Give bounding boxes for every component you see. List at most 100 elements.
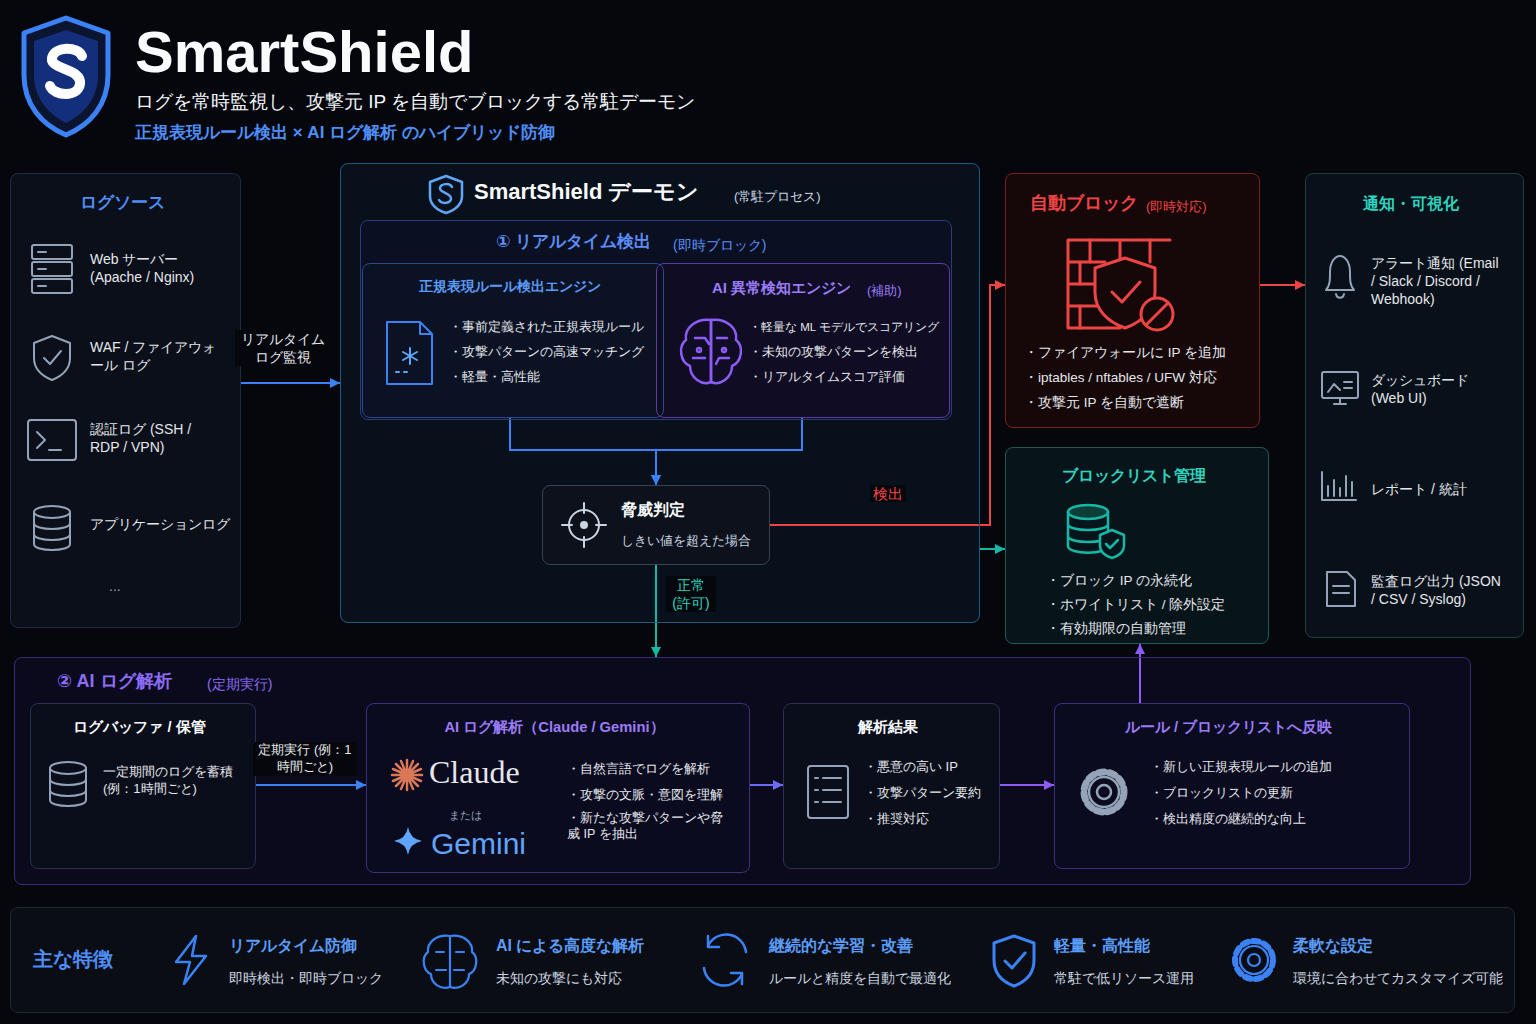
text-slot: SmartShield デーモン bbox=[474, 178, 699, 207]
node-text: ・攻撃パターンの高速マッチング bbox=[449, 344, 644, 359]
node-text: (常駐プロセス) bbox=[734, 189, 821, 204]
daemon-shield-icon bbox=[430, 176, 462, 213]
node-heading: 脅威判定 bbox=[621, 501, 685, 518]
result-list-icon-part bbox=[808, 766, 848, 818]
bell-icon bbox=[1326, 256, 1354, 298]
firewall-icon-part bbox=[1112, 282, 1140, 302]
text-slot: (定期実行) bbox=[207, 674, 272, 695]
feature-shield-icon-part bbox=[994, 936, 1034, 986]
daemon-box: SmartShield デーモン(常駐プロセス)① リアルタイム検出(即時ブロッ… bbox=[340, 163, 980, 623]
gear-icon bbox=[1084, 772, 1124, 812]
node-text: ・悪意の高い IP bbox=[864, 759, 958, 774]
node-text: ・リアルタイムスコア評価 bbox=[749, 370, 905, 384]
node-heading: ② AI ログ解析 bbox=[57, 671, 172, 691]
blocklist-database-icon-part bbox=[1106, 540, 1118, 548]
node-text: ・未知の攻撃パターンを検出 bbox=[749, 345, 918, 359]
node-text: (即時対応) bbox=[1146, 199, 1207, 214]
connector-arrow bbox=[980, 548, 1005, 550]
text-slot: (常駐プロセス) bbox=[734, 186, 821, 207]
node-text: Gemini bbox=[431, 827, 526, 860]
node-heading: ブロックリスト管理 bbox=[1006, 466, 1261, 486]
text-slot: ... bbox=[109, 576, 121, 597]
node-text: ・iptables / nftables / UFW 対応 bbox=[1024, 370, 1217, 385]
claude-starburst-icon-part bbox=[392, 760, 422, 790]
text-slot: AI ログ解析（Claude / Gemini） bbox=[367, 718, 742, 737]
panel-fill bbox=[360, 220, 952, 420]
gemini-star-icon-part bbox=[394, 827, 422, 855]
auto-block-box: 自動ブロック(即時対応)・ファイアウォールに IP を追加・iptables /… bbox=[1005, 173, 1260, 428]
node-text: AI による高度な解析 bbox=[496, 937, 644, 954]
text-slot: アラート通知 (Email / Slack / Discord / Webhoo… bbox=[1371, 254, 1506, 309]
server-icon-part bbox=[38, 252, 46, 286]
shield-check-icon bbox=[34, 336, 70, 380]
feature-gear-icon-part bbox=[1235, 941, 1273, 979]
brain-icon bbox=[681, 320, 741, 383]
node-text: ダッシュボード (Web UI) bbox=[1371, 371, 1506, 407]
terminal-icon-part bbox=[28, 420, 76, 460]
terminal-icon-part bbox=[37, 432, 61, 450]
logo-shield-part bbox=[24, 18, 108, 135]
text-slot: 軽量・高性能 bbox=[1054, 936, 1150, 957]
text-slot: リアルタイム防御 bbox=[229, 936, 357, 957]
features-bar: 主な特徴リアルタイム防御即時検出・即時ブロックAI による高度な解析未知の攻撃に… bbox=[10, 907, 1515, 1013]
node-text: ・攻撃の文脈・意図を理解 bbox=[567, 788, 723, 802]
text-slot: Claude bbox=[429, 752, 520, 794]
ai-analysis-box: AI ログ解析（Claude / Gemini）ClaudeまたはGemini・… bbox=[366, 703, 750, 873]
node-heading: 主な特徴 bbox=[33, 948, 113, 970]
text-slot: ・自然言語でログを解析 bbox=[567, 758, 710, 779]
text-slot: ・iptables / nftables / UFW 対応 bbox=[1024, 367, 1217, 388]
node-text: ・自然言語でログを解析 bbox=[567, 762, 710, 776]
text-slot: SmartShield bbox=[135, 14, 473, 89]
threat-judgement-box: 脅威判定しきい値を超えた場合 bbox=[542, 485, 770, 565]
bell-icon-part bbox=[1326, 256, 1354, 290]
connector-arrow bbox=[256, 784, 366, 786]
node-heading: ルール / ブロックリストへ反映 bbox=[1055, 718, 1402, 737]
buffer-database-icon-part bbox=[50, 762, 86, 774]
text-slot: ・軽量・高性能 bbox=[449, 366, 540, 387]
text-slot: 解析結果 bbox=[784, 718, 992, 737]
dashboard-icon bbox=[1322, 372, 1358, 404]
shield-check-icon-part bbox=[44, 351, 61, 364]
text-slot: 正規表現ルール検出 × AI ログ解析 のハイブリッド防御 bbox=[135, 122, 555, 144]
feature-gear-icon-part bbox=[1248, 954, 1260, 966]
text-slot: ・検出精度の継続的な向上 bbox=[1150, 808, 1306, 829]
buffer-database-icon-part bbox=[50, 768, 86, 806]
blocklist-database-icon-part bbox=[1068, 505, 1108, 519]
result-list-icon bbox=[808, 766, 848, 818]
regex-engine-box: 正規表現ルール検出エンジン・事前定義された正規表現ルール・攻撃パターンの高速マッ… bbox=[362, 263, 664, 418]
subtitle: ログを常時監視し、攻撃元 IP を自動でブロックする常駐デーモン bbox=[135, 91, 695, 112]
text-slot: ・攻撃パターンの高速マッチング bbox=[449, 341, 644, 362]
result-box: 解析結果・悪意の高い IP・攻撃パターン要約・推奨対応 bbox=[783, 703, 1000, 869]
logo-shield bbox=[24, 18, 108, 135]
node-text: Claude bbox=[429, 754, 520, 790]
text-slot: 一定期間のログを蓄積 (例：1時間ごと) bbox=[103, 764, 241, 798]
text-slot: WAF / ファイアウォール ログ bbox=[90, 338, 220, 374]
node-heading: ログバッファ / 保管 bbox=[31, 718, 248, 737]
node-text: 常駐で低リソース運用 bbox=[1054, 971, 1194, 986]
panel-fill bbox=[542, 485, 770, 565]
document-icon bbox=[1327, 572, 1355, 606]
panel-fill bbox=[10, 173, 241, 628]
text-slot: ログバッファ / 保管 bbox=[31, 718, 248, 737]
text-slot: 常駐で低リソース運用 bbox=[1054, 968, 1194, 989]
logo-shield-part bbox=[34, 30, 98, 123]
terminal-icon bbox=[28, 420, 76, 460]
edge-label: 正常 (許可) bbox=[666, 576, 716, 612]
node-heading: 自動ブロック bbox=[1030, 193, 1138, 213]
target-icon bbox=[562, 503, 606, 547]
edge-label: 定期実行 (例：1時間ごと) bbox=[253, 742, 357, 776]
node-text: リアルタイム防御 bbox=[229, 937, 357, 954]
node-text: ・軽量な ML モデルでスコアリング bbox=[749, 321, 939, 333]
feature-gear-icon bbox=[1235, 941, 1273, 979]
refresh-icon bbox=[704, 934, 746, 985]
text-slot: 正常 (許可) bbox=[666, 576, 716, 612]
text-slot: (即時ブロック) bbox=[673, 235, 766, 256]
blocklist-box: ブロックリスト管理・ブロック IP の永続化・ホワイトリスト / 除外設定・有効… bbox=[1005, 447, 1269, 644]
panel-fill bbox=[10, 907, 1515, 1013]
text-slot: 柔軟な設定 bbox=[1293, 936, 1373, 957]
refresh-icon-part bbox=[708, 936, 742, 984]
node-text: ・有効期限の自動管理 bbox=[1046, 621, 1186, 636]
database-icon bbox=[34, 506, 70, 550]
database-icon-part bbox=[34, 512, 70, 550]
